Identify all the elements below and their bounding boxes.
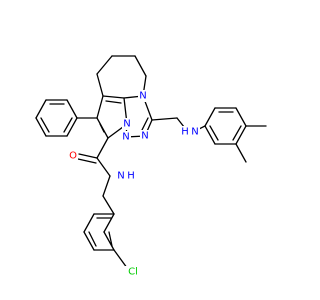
bond [204, 125, 216, 145]
atom-n-ring2: N [140, 130, 150, 142]
atom-layer: N H O N N N N N [68, 90, 200, 278]
atom-n-amine: N [190, 126, 200, 138]
bond [83, 231, 95, 251]
bond [103, 231, 115, 251]
atom-label: N [139, 91, 146, 102]
bond [134, 55, 147, 77]
bond [78, 153, 98, 159]
bond [204, 107, 216, 127]
bond [151, 117, 178, 121]
bond [235, 125, 247, 145]
bond [102, 195, 115, 215]
atom-label: N [122, 132, 129, 143]
bond [35, 117, 47, 137]
atom-label: H [181, 127, 189, 138]
bond [96, 137, 109, 159]
bond [105, 100, 122, 104]
atom-n-bridge: N [138, 90, 148, 102]
atom-o-amide: O [68, 150, 78, 162]
atom-label: N [141, 131, 148, 142]
bond [99, 123, 105, 133]
bond [140, 117, 149, 133]
bond [66, 99, 78, 119]
bond [35, 99, 47, 119]
bond [96, 73, 104, 97]
atom-h-amide: H [126, 170, 136, 182]
bond [235, 143, 247, 163]
bond [103, 213, 115, 233]
bond [209, 125, 219, 141]
bond [235, 107, 247, 127]
bond [83, 213, 95, 233]
atom-n-ring1: N [121, 131, 131, 143]
bond [96, 157, 111, 177]
atom-label: O [69, 151, 77, 162]
atom-label: N [191, 127, 198, 138]
bond [96, 55, 113, 75]
bond [108, 231, 113, 247]
bond [232, 125, 242, 141]
atom-label: Cl [128, 267, 138, 278]
bond [88, 231, 97, 247]
bond [102, 95, 125, 99]
bond [77, 158, 97, 164]
atom-cl: Cl [125, 266, 141, 278]
atom-label: H [127, 171, 135, 182]
atom-n-pyrrole: N [122, 118, 132, 130]
atom-h-amine: H [180, 126, 190, 138]
atom-n-amide: N [116, 170, 126, 182]
bond [63, 117, 73, 133]
atom-label: N [123, 119, 130, 130]
bond [102, 175, 111, 197]
bond [66, 117, 78, 137]
bond-layer [35, 55, 267, 273]
bond [40, 117, 50, 133]
bond [96, 95, 104, 119]
atom-label: N [117, 171, 124, 182]
molecule-structure: N H O N N N N N [35, 55, 267, 278]
